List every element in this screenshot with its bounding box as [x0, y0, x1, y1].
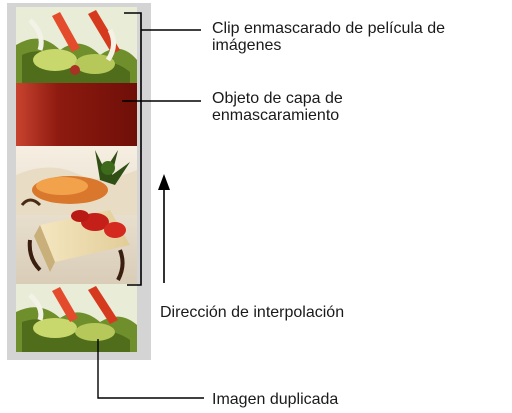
label-duplicate-text: Imagen duplicada	[212, 391, 339, 408]
label-direction-text: Dirección de interpolación	[160, 304, 345, 321]
salad-image-top	[16, 7, 137, 83]
label-masked-clip-line2: imágenes	[212, 37, 282, 54]
duplicate-leader	[97, 339, 204, 399]
dessert-image	[16, 146, 137, 284]
label-duplicate: Imagen duplicada	[212, 391, 338, 408]
label-masked-clip: Clip enmascarado de película de imágenes	[212, 20, 445, 54]
direction-arrow-head	[158, 174, 170, 190]
mask-layer-object	[16, 83, 137, 146]
masked-clip-bracket	[124, 12, 142, 286]
label-mask-layer-line2: enmascaramiento	[212, 107, 340, 124]
label-direction: Dirección de interpolación	[160, 304, 344, 321]
label-mask-layer-line1: Objeto de capa de	[212, 90, 343, 107]
salad-image-duplicate	[16, 284, 137, 352]
label-mask-layer: Objeto de capa de enmascaramiento	[212, 90, 343, 124]
label-masked-clip-line1: Clip enmascarado de película de	[212, 20, 446, 37]
